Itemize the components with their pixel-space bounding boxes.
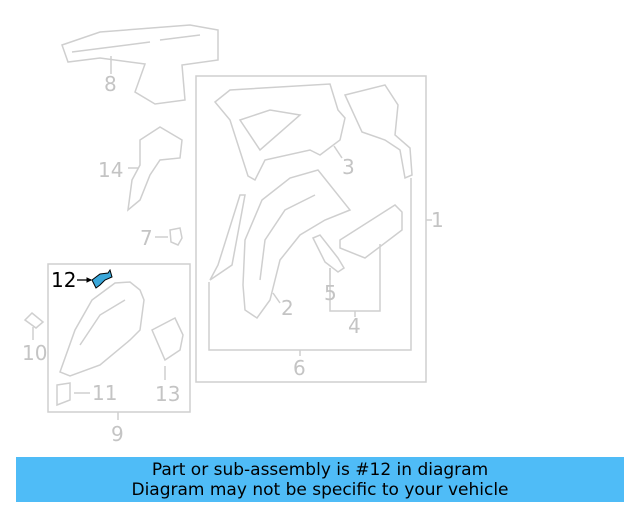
part-7[interactable]: [169, 227, 183, 246]
part-14[interactable]: [127, 126, 183, 212]
callout-4: 4: [348, 314, 361, 338]
info-banner: Part or sub-assembly is #12 in diagram D…: [16, 457, 624, 502]
part-9[interactable]: [59, 281, 145, 377]
part-10[interactable]: [23, 311, 45, 329]
assembly-box-1: [195, 75, 427, 383]
callout-5: 5: [324, 281, 337, 305]
assembly-box-9: [47, 263, 191, 413]
part-11[interactable]: [56, 382, 71, 407]
callout-12-highlighted: 12: [51, 268, 77, 292]
part-5[interactable]: [311, 234, 346, 273]
callout-2: 2: [281, 296, 294, 320]
part-2[interactable]: [242, 169, 352, 320]
banner-line-2: Diagram may not be specific to your vehi…: [131, 480, 509, 500]
part-12-highlighted[interactable]: [77, 268, 113, 289]
part-4[interactable]: [339, 204, 403, 259]
callout-1: 1: [431, 208, 444, 232]
callout-9: 9: [111, 422, 124, 446]
callout-11: 11: [92, 381, 118, 405]
callout-8: 8: [104, 72, 117, 96]
callout-13: 13: [155, 382, 181, 406]
banner-line-1: Part or sub-assembly is #12 in diagram: [151, 460, 489, 480]
part-6[interactable]: [209, 194, 246, 281]
callout-14: 14: [98, 158, 124, 182]
part-8[interactable]: [61, 24, 219, 105]
part-13[interactable]: [151, 316, 184, 362]
part-1-bracket[interactable]: [343, 84, 413, 180]
callout-6: 6: [293, 356, 306, 380]
part-3[interactable]: [213, 83, 346, 182]
callout-3: 3: [342, 155, 355, 179]
callout-7: 7: [140, 226, 153, 250]
callout-10: 10: [22, 341, 48, 365]
